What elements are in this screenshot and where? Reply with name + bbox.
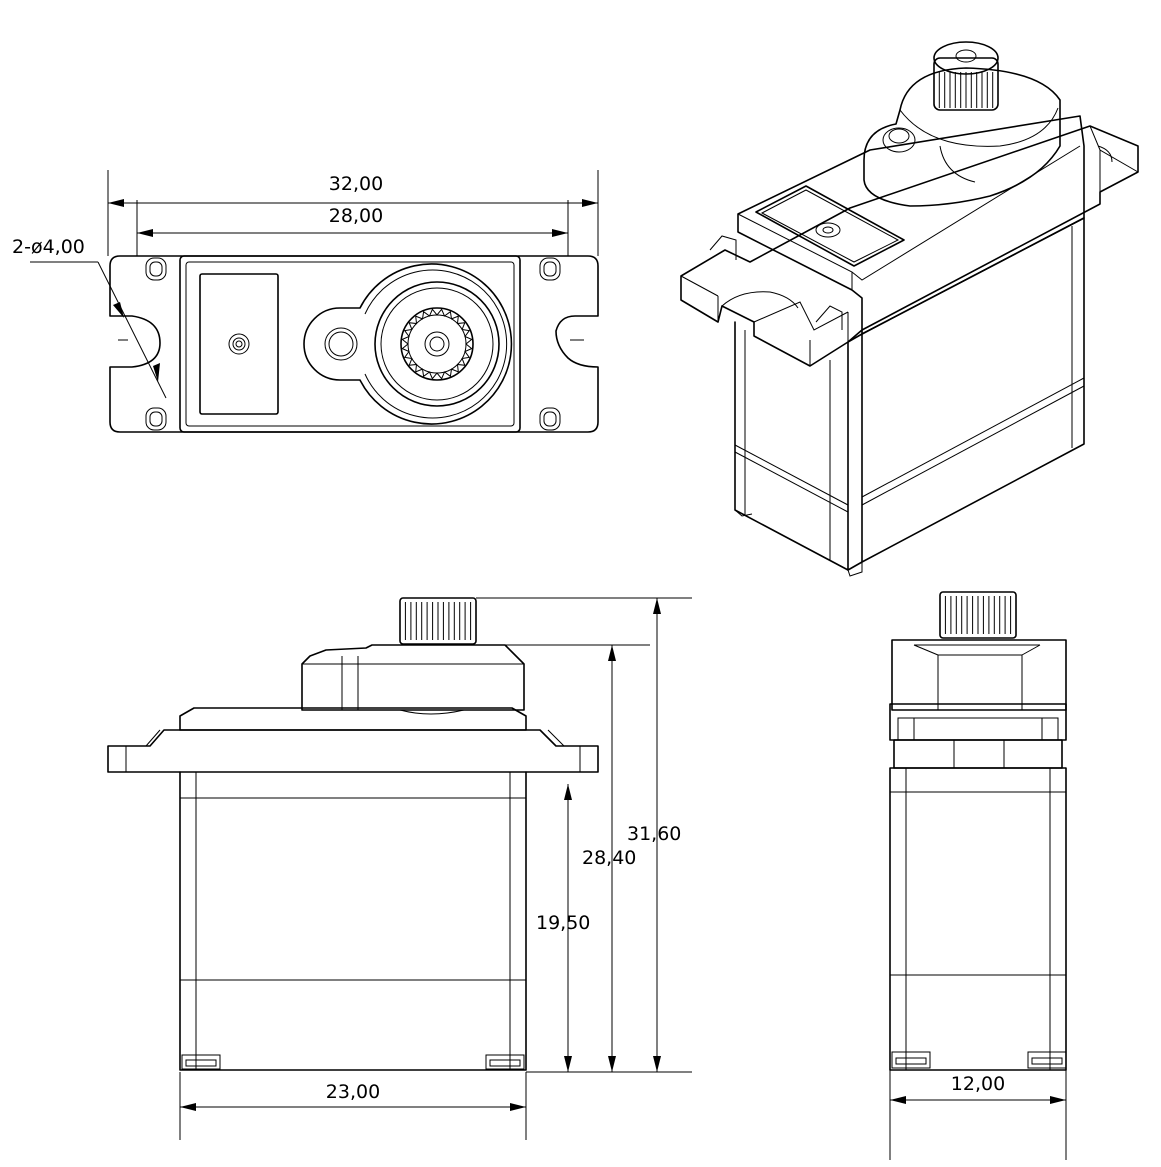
iso-flange (680, 125, 1139, 367)
top-view-output-spline (400, 307, 474, 381)
side-top-case (893, 739, 1063, 769)
front-flange (107, 729, 599, 773)
top-view-flange-outline (109, 255, 599, 433)
iso-label (755, 185, 905, 267)
top-view: 32,00 28,00 2-ø4,00 (12, 170, 599, 433)
iso-body-front (734, 321, 849, 571)
dimension-case-height-label: 28,40 (582, 847, 636, 869)
dimension-overall-width-label: 32,00 (329, 173, 383, 195)
dimension-hole-spacing: 28,00 (136, 200, 569, 256)
front-output-spline (399, 597, 477, 645)
dimension-case-height: 28,40 (505, 644, 650, 1072)
side-body (889, 767, 1067, 1071)
top-view-corner-lugs (145, 257, 561, 431)
side-view: 12,00 (889, 591, 1067, 1160)
isometric-view (680, 41, 1139, 577)
front-gear-housing (301, 644, 525, 711)
dimension-mount-hole-label: 2-ø4,00 (12, 236, 85, 258)
dimension-body-width-label: 23,00 (326, 1081, 380, 1103)
dimension-body-depth: 12,00 (889, 1070, 1067, 1160)
side-output-spline (939, 591, 1017, 639)
dimension-tab-height-label: 19,50 (536, 912, 590, 934)
front-body (179, 771, 527, 1071)
dimension-hole-spacing-label: 28,00 (329, 205, 383, 227)
side-gear-housing (891, 639, 1067, 711)
iso-body-side (861, 217, 1085, 563)
top-view-label-plate (199, 273, 279, 415)
dimension-overall-height-label: 31,60 (627, 823, 681, 845)
iso-output-spline (933, 57, 999, 111)
dimension-overall-width: 32,00 (107, 170, 599, 256)
top-view-gear-housing (303, 263, 513, 425)
front-foot-right (485, 1054, 525, 1070)
dimension-mount-hole: 2-ø4,00 (12, 236, 167, 399)
front-top-case (179, 707, 527, 731)
dimension-overall-height: 31,60 (476, 597, 692, 1073)
dimension-body-depth-label: 12,00 (951, 1073, 1005, 1095)
front-view: 31,60 28,40 19,50 23,00 (107, 597, 692, 1140)
iso-top-case (737, 115, 1085, 335)
front-foot-left (181, 1054, 221, 1070)
iso-gear-housing (863, 67, 1061, 207)
dimension-tab-height: 19,50 (536, 784, 590, 1072)
dimension-body-width: 23,00 (179, 1072, 527, 1140)
top-view-case (179, 255, 521, 433)
